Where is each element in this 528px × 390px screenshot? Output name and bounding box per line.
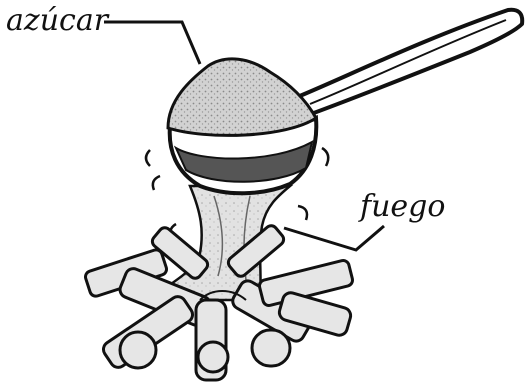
sugar-leader-line [104,22,200,64]
spoon-handle [290,10,522,118]
fire-label: fuego [360,192,445,222]
sugar-mound [168,59,316,136]
sugar-label: azúcar [6,6,108,36]
fire-leader-line [284,226,384,250]
